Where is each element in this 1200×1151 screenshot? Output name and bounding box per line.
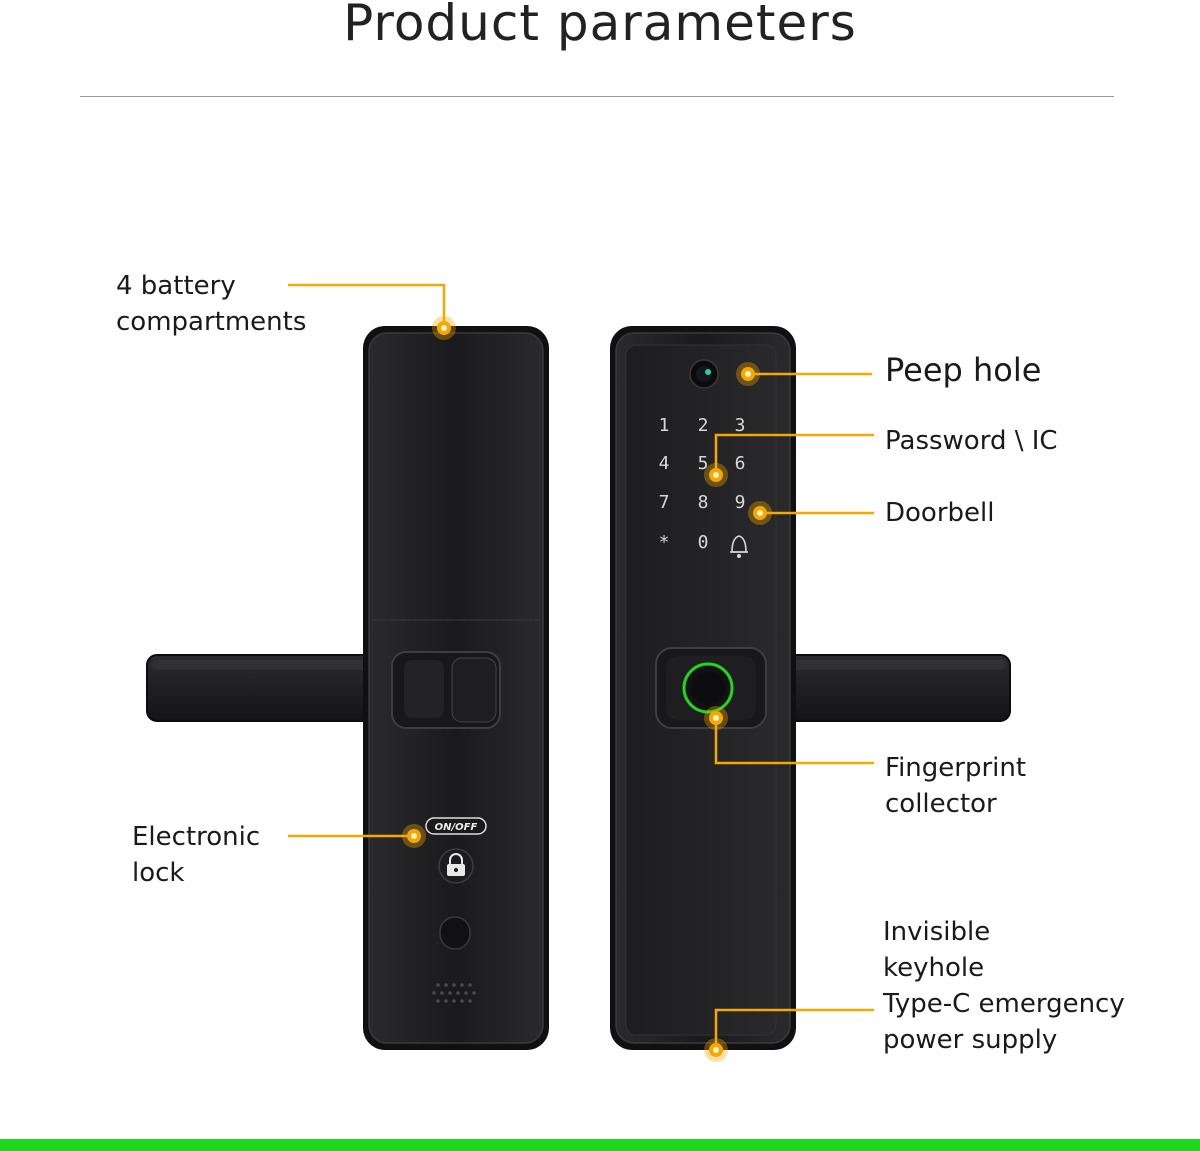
password-dot (704, 463, 728, 487)
key-3[interactable]: 3 (735, 415, 746, 436)
keypad[interactable]: 1 2 3 4 5 6 7 8 9 * 0 (659, 415, 746, 553)
camera-lens-icon (689, 359, 719, 389)
key-9[interactable]: 9 (735, 492, 746, 513)
title-divider (80, 96, 1114, 97)
key-1[interactable]: 1 (659, 415, 670, 436)
on-off-text: ON/OFF (435, 822, 478, 833)
fingerprint-dot (704, 706, 728, 730)
bell-icon[interactable] (730, 535, 748, 558)
front-lock-body: 1 2 3 4 5 6 7 8 9 * 0 (610, 326, 1011, 1050)
keyhole-dot (704, 1038, 728, 1062)
electronic-lock-dot (402, 824, 426, 848)
key-8[interactable]: 8 (698, 492, 709, 513)
page-title: Product parameters (343, 0, 857, 52)
battery-label: 4 battery compartments (116, 271, 307, 337)
peep-hole-label: Peep hole (885, 351, 1042, 389)
key-6[interactable]: 6 (735, 453, 746, 474)
electronic-lock-label: Electronic lock (132, 822, 261, 888)
doorbell-label: Doorbell (885, 498, 995, 528)
lock-icon (447, 853, 465, 876)
callout-dots (402, 316, 772, 1062)
key-2[interactable]: 2 (698, 415, 709, 436)
keyhole-leader (714, 1008, 874, 1050)
battery-leader (288, 283, 446, 328)
battery-dot (432, 316, 456, 340)
fingerprint-leader (714, 718, 874, 765)
key-4[interactable]: 4 (659, 453, 670, 474)
peep-hole-dot (736, 362, 760, 386)
bottom-accent-bar (0, 1139, 1200, 1151)
password-label: Password \ IC (885, 426, 1058, 456)
key-star[interactable]: * (659, 532, 670, 553)
key-7[interactable]: 7 (659, 492, 670, 513)
doorbell-dot (748, 501, 772, 525)
speaker-grille (432, 983, 476, 1003)
fingerprint-sensor-icon[interactable] (682, 662, 734, 714)
password-leader (714, 433, 874, 475)
keyhole-label: Invisible keyhole Type-C emergency power… (883, 917, 1125, 1055)
key-5[interactable]: 5 (698, 453, 709, 474)
callout-lines (288, 283, 874, 1050)
fingerprint-label: Fingerprint collector (885, 753, 1027, 819)
back-lock-body: ON/OFF (146, 326, 549, 1050)
key-0[interactable]: 0 (698, 532, 709, 553)
